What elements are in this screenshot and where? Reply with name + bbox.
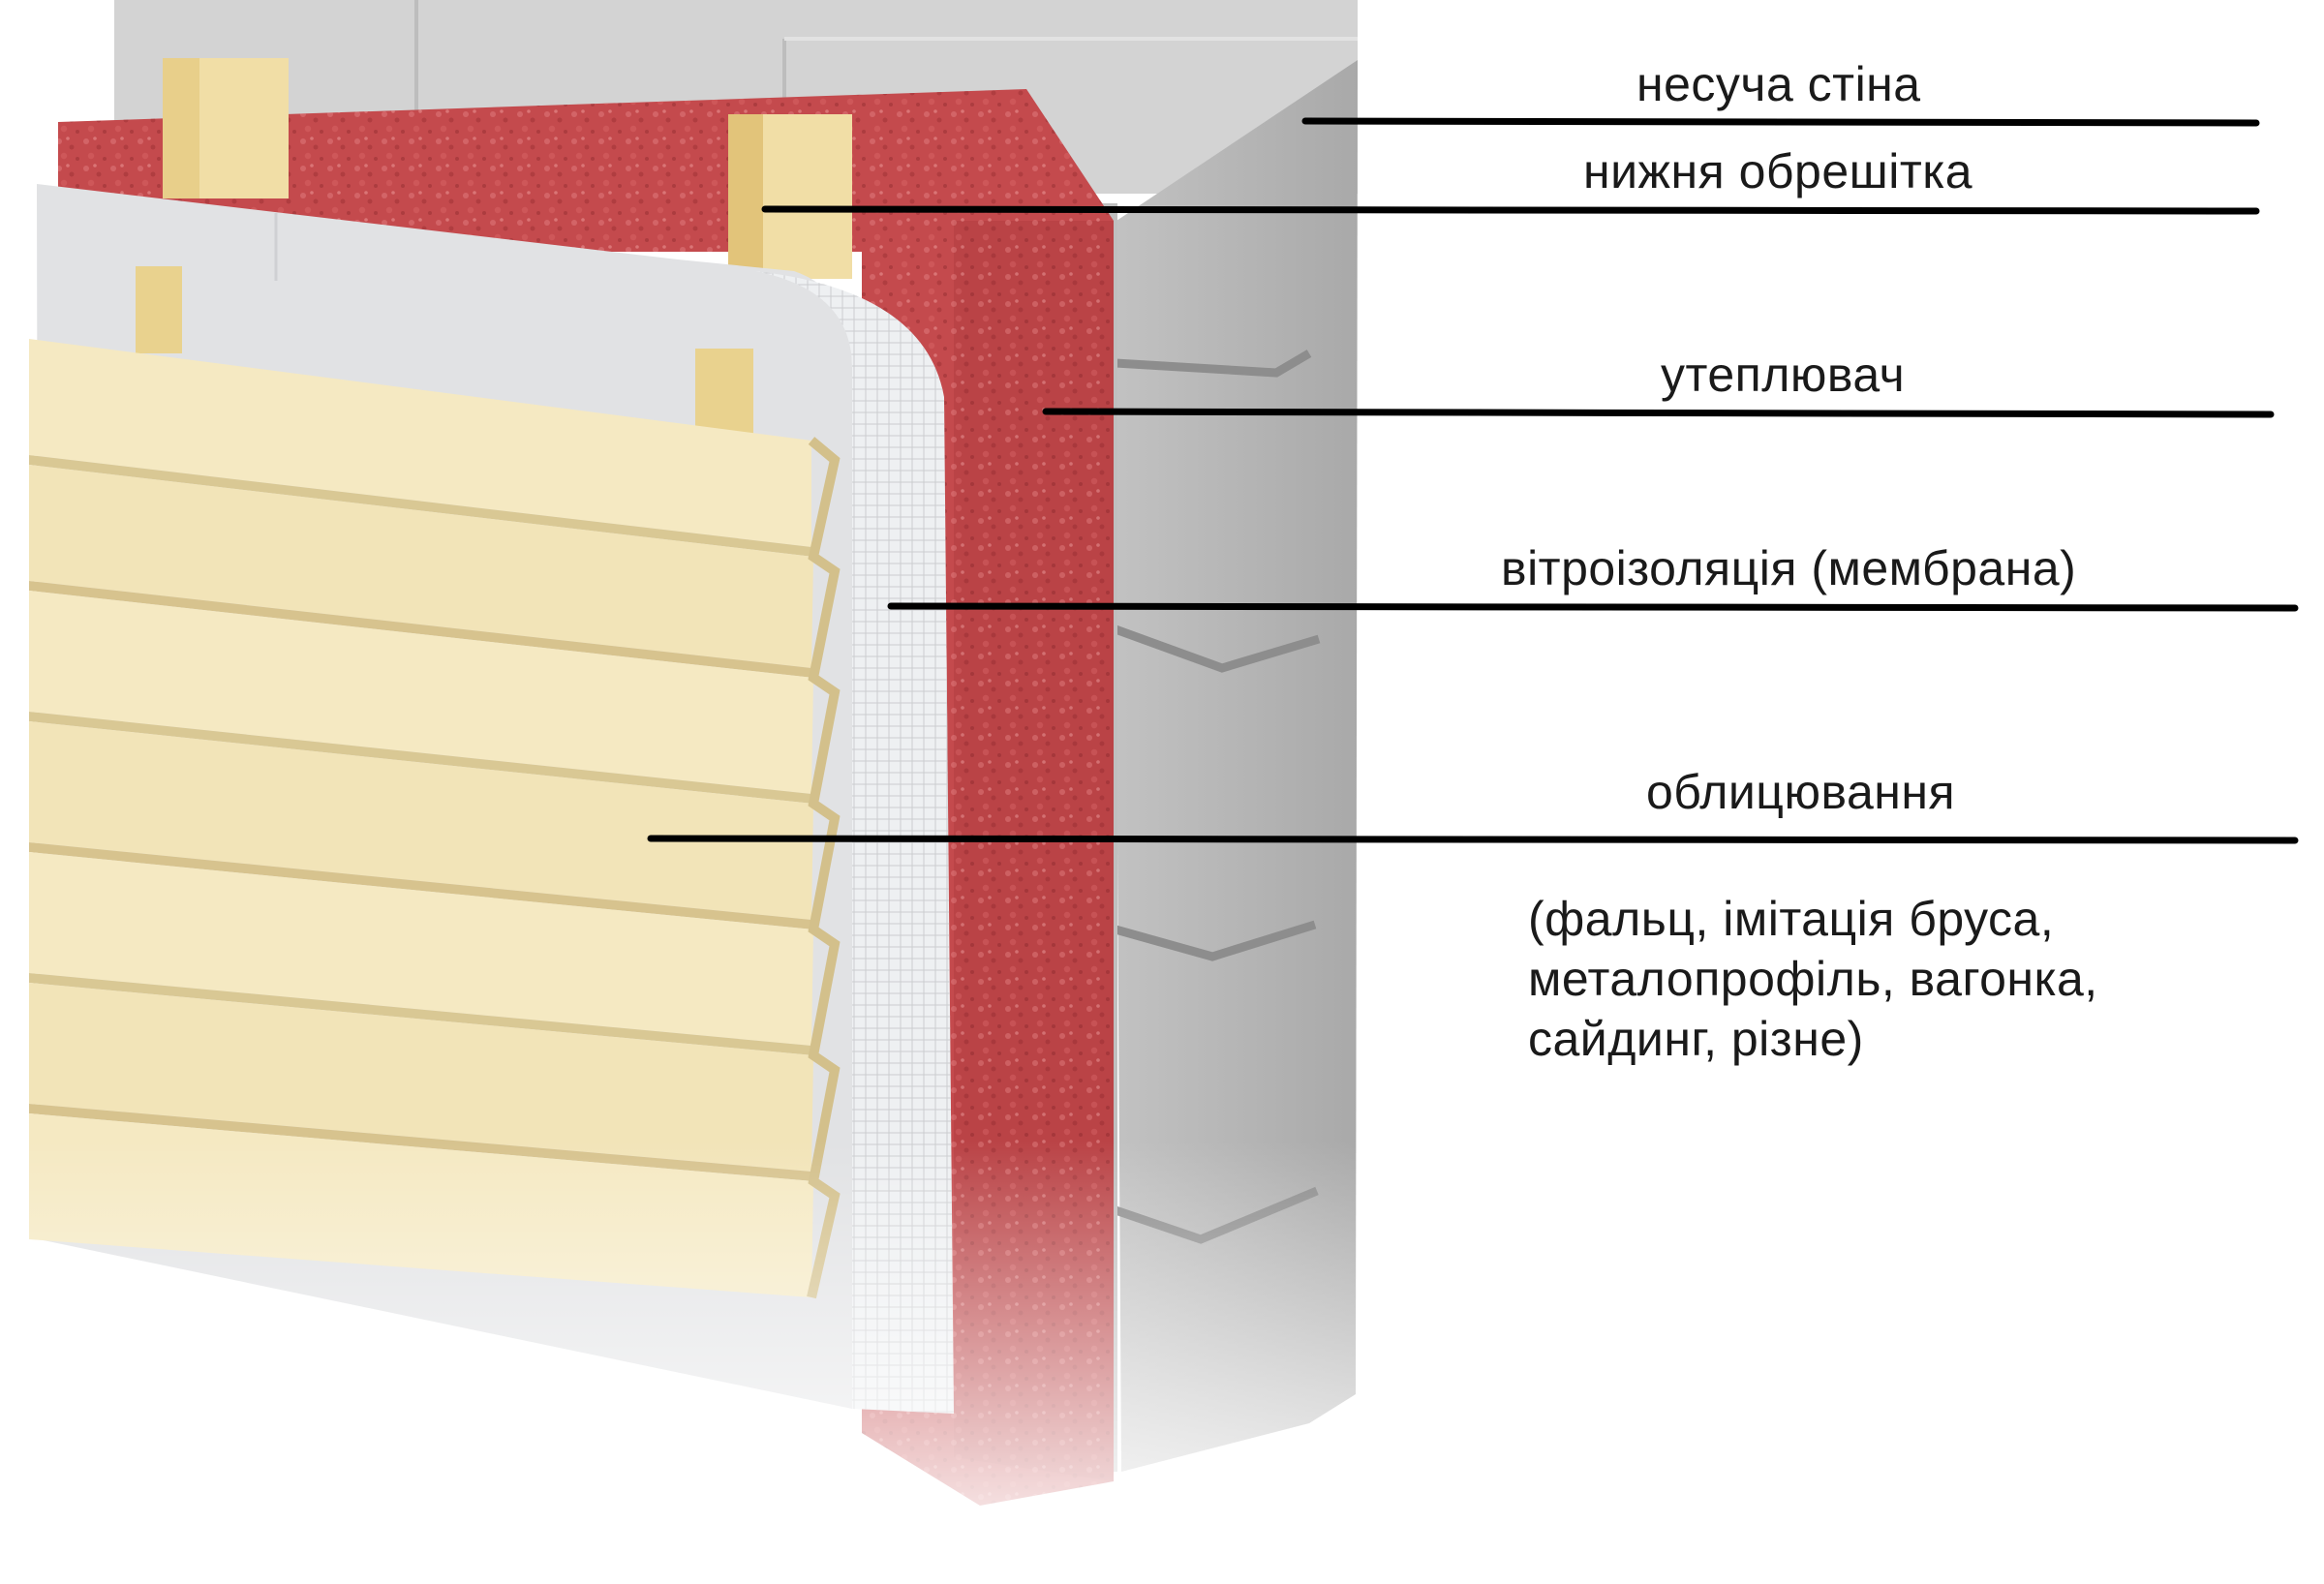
label-lower-batten: нижня обрешітка	[1583, 144, 1973, 198]
label-load-bearing-wall: несуча стіна	[1636, 57, 1921, 111]
cladding-note-line-2: металопрофіль, вагонка,	[1528, 952, 2098, 1006]
cladding-note-line-3: сайдинг, різне)	[1528, 1012, 1864, 1066]
leader-line-lower-batten	[761, 205, 2260, 215]
label-wind-barrier: вітроізоляція (мембрана)	[1501, 541, 2077, 595]
cladding-note-line-1: (фальц, імітація бруса,	[1528, 892, 2055, 946]
leader-line-cladding	[647, 835, 2299, 844]
label-cladding: облицювання	[1646, 765, 1956, 819]
leader-lines	[647, 117, 2299, 844]
leader-line-wind-barrier	[887, 602, 2299, 612]
label-insulation: утеплювач	[1661, 348, 1906, 402]
leader-line-insulation	[1042, 408, 2275, 418]
leader-line-load-bearing-wall	[1301, 117, 2260, 127]
cladding-examples-note: (фальц, імітація бруса, металопрофіль, в…	[1528, 889, 2098, 1069]
